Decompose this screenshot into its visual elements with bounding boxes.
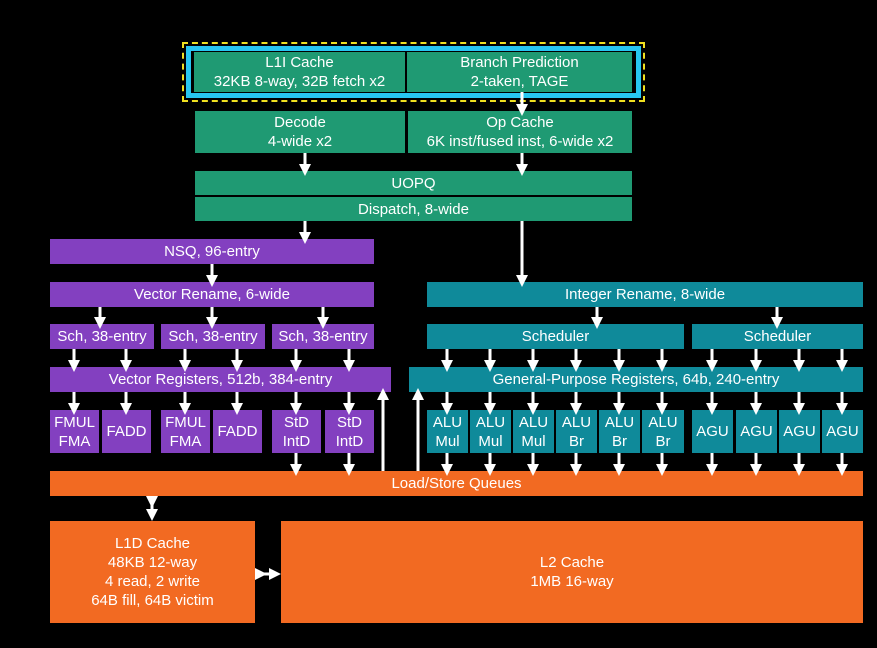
unit-label-line2: Mul xyxy=(435,432,460,450)
integer-scheduler-agu: Scheduler xyxy=(692,324,863,349)
frontend-highlight-inner xyxy=(186,46,641,98)
vector-rename-label: Vector Rename, 6-wide xyxy=(134,286,290,303)
branch-prediction-block: Branch Prediction 2-taken, TAGE xyxy=(407,52,632,92)
alu-unit-5: ALU Br xyxy=(599,410,640,453)
decode-detail: 4-wide x2 xyxy=(267,133,333,150)
l2-line2: 1MB 16-way xyxy=(530,573,614,590)
unit-label-line1: ALU xyxy=(518,413,549,431)
unit-label-line1: StD xyxy=(336,413,362,431)
integer-scheduler-alu: Scheduler xyxy=(427,324,684,349)
integer-rename-label: Integer Rename, 8-wide xyxy=(564,286,726,303)
unit-label-line1: FADD xyxy=(106,423,147,440)
integer-rename-block: Integer Rename, 8-wide xyxy=(427,282,863,307)
unit-label-line2: IntD xyxy=(335,432,364,450)
unit-label-line2: FMA xyxy=(58,432,91,450)
dispatch-block: Dispatch, 8-wide xyxy=(195,197,632,221)
l1i-title: L1I Cache xyxy=(265,54,334,71)
unit-label-line1: FMUL xyxy=(54,413,95,431)
vector-unit-fmul-2: FMUL FMA xyxy=(161,410,210,453)
unit-label-line2: IntD xyxy=(282,432,311,450)
uopq-label: UOPQ xyxy=(391,174,436,192)
unit-label-line1: StD xyxy=(283,413,309,431)
vector-registers-label: Vector Registers, 512b, 384-entry xyxy=(108,371,333,388)
unit-label-line2: Mul xyxy=(521,432,546,450)
l2-line1: L2 Cache xyxy=(539,554,605,571)
uopq-block: UOPQ xyxy=(195,171,632,195)
gp-registers-label: General-Purpose Registers, 64b, 240-entr… xyxy=(492,371,780,388)
unit-label-line1: AGU xyxy=(826,423,859,440)
unit-label-line1: ALU xyxy=(604,413,635,431)
unit-label-line1: ALU xyxy=(561,413,592,431)
unit-label-line1: AGU xyxy=(783,423,816,440)
unit-label-line1: AGU xyxy=(696,423,729,440)
vector-scheduler-3: Sch, 38-entry xyxy=(272,324,374,349)
vector-scheduler-label: Sch, 38-entry xyxy=(278,328,368,345)
alu-unit-6: ALU Br xyxy=(642,410,684,453)
nsq-label: NSQ, 96-entry xyxy=(164,243,260,260)
l1d-line2: 48KB 12-way xyxy=(107,554,198,571)
lsq-label: Load/Store Queues xyxy=(391,475,522,492)
l1d-line3: 4 read, 2 write xyxy=(104,573,201,590)
vector-unit-std-1: StD IntD xyxy=(272,410,321,453)
gp-registers-block: General-Purpose Registers, 64b, 240-entr… xyxy=(409,367,863,392)
nsq-block: NSQ, 96-entry xyxy=(50,239,374,264)
vector-unit-std-2: StD IntD xyxy=(325,410,374,453)
dispatch-label: Dispatch, 8-wide xyxy=(358,200,469,218)
decode-block: Decode 4-wide x2 xyxy=(195,111,405,153)
l1i-detail: 32KB 8-way, 32B fetch x2 xyxy=(213,73,386,90)
vector-unit-fadd-2: FADD xyxy=(213,410,262,453)
l2-cache-block: L2 Cache 1MB 16-way xyxy=(281,521,863,623)
branch-detail: 2-taken, TAGE xyxy=(470,73,569,90)
integer-scheduler-label: Scheduler xyxy=(521,328,590,345)
alu-unit-3: ALU Mul xyxy=(513,410,554,453)
load-store-queues-block: Load/Store Queues xyxy=(50,471,863,496)
agu-unit-2: AGU xyxy=(736,410,777,453)
opcache-detail: 6K inst/fused inst, 6-wide x2 xyxy=(426,133,614,150)
unit-label-line1: ALU xyxy=(432,413,463,431)
unit-label-line2: Br xyxy=(655,432,671,450)
decode-title: Decode xyxy=(274,114,326,131)
l1i-cache-block: L1I Cache 32KB 8-way, 32B fetch x2 xyxy=(194,52,405,92)
unit-label-line2: Br xyxy=(569,432,584,450)
agu-unit-1: AGU xyxy=(692,410,733,453)
l1d-cache-block: L1D Cache 48KB 12-way 4 read, 2 write 64… xyxy=(50,521,255,623)
unit-label-line1: ALU xyxy=(648,413,678,431)
vector-unit-fmul-1: FMUL FMA xyxy=(50,410,99,453)
branch-title: Branch Prediction xyxy=(460,54,579,71)
op-cache-block: Op Cache 6K inst/fused inst, 6-wide x2 xyxy=(408,111,632,153)
unit-label-line1: FMUL xyxy=(165,413,206,431)
l1d-line4: 64B fill, 64B victim xyxy=(91,592,214,609)
vector-unit-fadd-1: FADD xyxy=(102,410,151,453)
agu-unit-4: AGU xyxy=(822,410,863,453)
unit-label-line1: ALU xyxy=(475,413,506,431)
l1d-line1: L1D Cache xyxy=(114,535,191,552)
vector-scheduler-label: Sch, 38-entry xyxy=(168,328,258,345)
unit-label-line1: FADD xyxy=(217,423,258,440)
alu-unit-1: ALU Mul xyxy=(427,410,468,453)
alu-unit-2: ALU Mul xyxy=(470,410,511,453)
vector-scheduler-label: Sch, 38-entry xyxy=(57,328,147,345)
unit-label-line2: Mul xyxy=(478,432,503,450)
frontend-highlight-outer xyxy=(182,42,645,102)
integer-scheduler-label: Scheduler xyxy=(743,328,812,345)
unit-label-line1: AGU xyxy=(740,423,773,440)
unit-label-line2: FMA xyxy=(169,432,202,450)
vector-registers-block: Vector Registers, 512b, 384-entry xyxy=(50,367,391,392)
alu-unit-4: ALU Br xyxy=(556,410,597,453)
agu-unit-3: AGU xyxy=(779,410,820,453)
unit-label-line2: Br xyxy=(612,432,627,450)
opcache-title: Op Cache xyxy=(486,114,554,131)
